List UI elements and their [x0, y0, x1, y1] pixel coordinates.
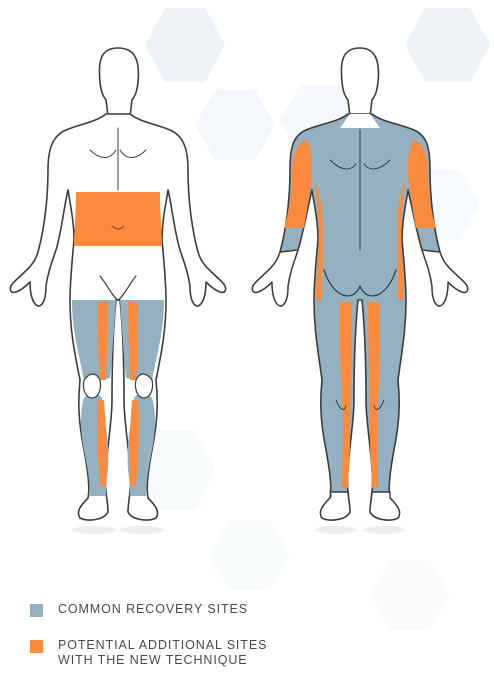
legend-label-additional-line2: WITH THE NEW TECHNIQUE	[58, 653, 267, 668]
front-torso-region	[74, 192, 162, 246]
legend-label-common: COMMON RECOVERY SITES	[58, 602, 248, 617]
legend-label-additional-line1: POTENTIAL ADDITIONAL SITES	[58, 638, 267, 653]
legend-item-common: COMMON RECOVERY SITES	[30, 602, 248, 617]
front-head	[99, 48, 138, 116]
back-arm-left-region	[284, 140, 312, 228]
legend-item-additional: POTENTIAL ADDITIONAL SITES WITH THE NEW …	[30, 638, 267, 668]
legend-swatch-additional	[30, 640, 43, 653]
legend-label-additional: POTENTIAL ADDITIONAL SITES WITH THE NEW …	[58, 638, 267, 668]
legend-swatch-common	[30, 604, 43, 617]
hexagon-background	[130, 8, 490, 630]
